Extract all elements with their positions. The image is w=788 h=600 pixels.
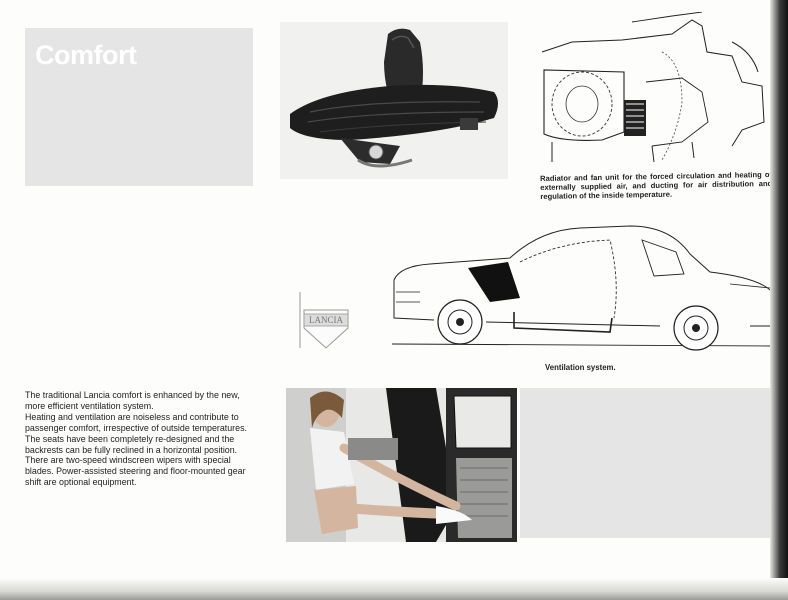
radiator-fan-image xyxy=(541,11,765,163)
lancia-logo: LANCIA xyxy=(296,288,356,352)
woman-opening-door-image xyxy=(286,388,517,542)
body-copy: The traditional Lancia comfort is enhanc… xyxy=(25,390,255,488)
page-bottom-shadow xyxy=(0,578,788,600)
ventilation-caption: Ventilation system. xyxy=(545,363,616,372)
lancia-logo-text: LANCIA xyxy=(309,315,343,325)
car-ventilation-image xyxy=(391,225,775,351)
radiator-fan-diagram xyxy=(532,11,772,172)
lancia-shield-icon: LANCIA xyxy=(299,292,349,349)
header-panel: Comfort xyxy=(25,28,253,186)
page-edge xyxy=(770,0,788,600)
seat-photo xyxy=(280,22,508,179)
body-paragraph: The seats have been completely re-design… xyxy=(25,433,238,455)
ventilation-system-diagram xyxy=(390,222,775,362)
body-paragraph: There are two-speed windscreen wipers wi… xyxy=(25,455,246,488)
body-paragraph: Heating and ventilation are noiseless an… xyxy=(25,411,247,433)
reclining-seat-image xyxy=(280,22,508,179)
gray-panel xyxy=(520,388,774,538)
page-title: Comfort xyxy=(35,40,137,70)
car-door-photo xyxy=(286,388,517,542)
body-paragraph: The traditional Lancia comfort is enhanc… xyxy=(25,390,240,411)
radiator-caption: Radiator and fan unit for the forced cir… xyxy=(540,169,773,201)
